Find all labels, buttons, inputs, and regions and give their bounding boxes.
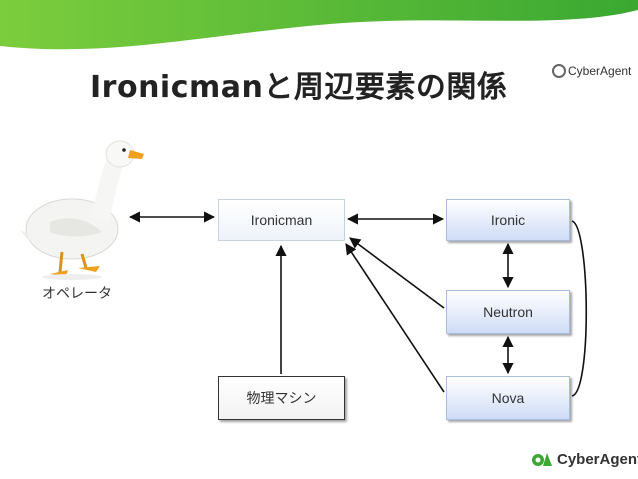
arrow-ironic-nova-curve [571, 220, 588, 397]
slide-title: Ironicmanと周辺要素の関係 [90, 70, 508, 105]
node-nova: Nova [446, 376, 570, 420]
logo-top-text: CyberAgent [568, 64, 632, 78]
node-ironicman: Ironicman [218, 199, 345, 241]
operator-label: オペレータ [42, 286, 112, 302]
node-ironic: Ironic [446, 199, 570, 241]
cyberagent-logo-bottom: CyberAgent [531, 450, 638, 468]
node-ironicman-label: Ironicman [250, 212, 313, 228]
node-ironic-label: Ironic [490, 212, 526, 228]
arrow-nova-ironicman [345, 243, 445, 393]
node-nova-label: Nova [491, 390, 525, 406]
duck-image [20, 140, 144, 280]
cyberagent-logo-icon [532, 453, 552, 466]
arrow-neutron-ironicman [349, 237, 445, 309]
cyberagent-logo-icon [552, 64, 566, 78]
cyberagent-logo-top: CyberAgent [552, 64, 631, 78]
node-neutron-label: Neutron [483, 304, 533, 320]
node-physical-machine: 物理マシン [218, 376, 345, 420]
logo-bottom-text: CyberAgent [557, 450, 638, 468]
node-neutron: Neutron [446, 290, 570, 334]
node-physical-machine-label: 物理マシン [246, 390, 317, 406]
header-banner [0, 0, 638, 50]
